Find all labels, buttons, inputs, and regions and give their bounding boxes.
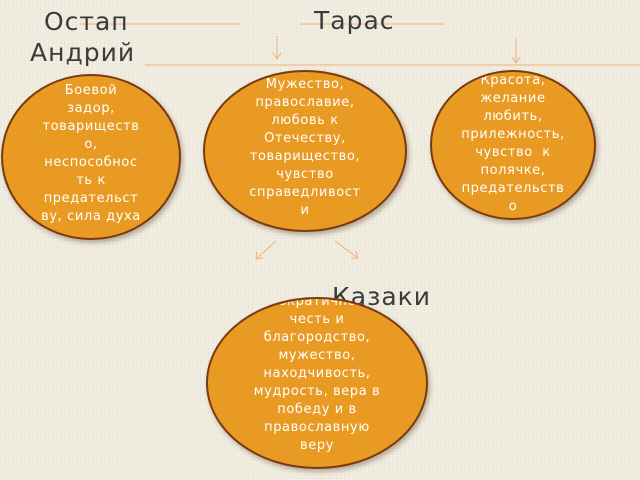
arrow-down-right-icon <box>511 38 521 64</box>
oval-kazaki-bottom: Демократичность, честь и благородство, м… <box>206 297 428 469</box>
oval-andriy-left-text: Боевой задор, товариществ о, неспособнос… <box>41 83 141 224</box>
oval-kazaki-bottom-text: Демократичность, честь и благородство, м… <box>248 297 386 453</box>
oval-andriy-right-text: Красота, желание любить, прилежность, чу… <box>461 73 565 214</box>
oval-andriy-right: Красота, желание любить, прилежность, чу… <box>430 70 596 220</box>
oval-andriy-left: Боевой задор, товариществ о, неспособнос… <box>1 74 181 240</box>
oval-taras-center-text: Мужество, православие, любовь к Отечеств… <box>249 77 361 218</box>
oval-taras-center: Мужество, православие, любовь к Отечеств… <box>203 70 407 232</box>
arrow-down-right-lower-icon <box>334 240 359 259</box>
arrow-down-center-icon <box>272 36 282 60</box>
heading-taras: Тарас <box>314 6 395 35</box>
heading-andriy: Андрий <box>30 38 136 67</box>
arrow-down-left-icon <box>255 240 277 260</box>
heading-ostap: Остап <box>44 7 129 36</box>
